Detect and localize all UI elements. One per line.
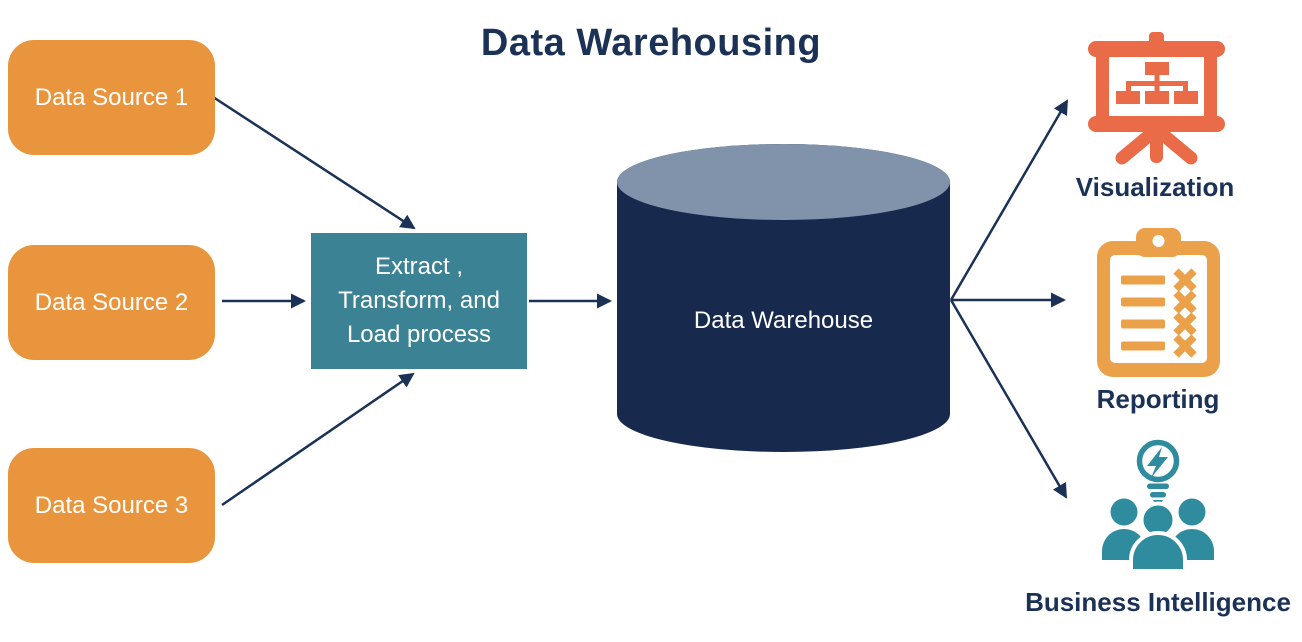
presentation-flowchart-icon [1088,32,1225,165]
arrow-source3-to-etl [221,372,415,507]
output-label-business-intelligence: Business Intelligence [1025,587,1291,617]
node-data-warehouse-label: Data Warehouse [693,307,874,334]
node-label: Data Source 2 [34,288,189,316]
arrow-source1-to-etl [212,95,416,230]
output-label-reporting: Reporting [1096,384,1220,414]
output-label-visualization: Visualization [1075,172,1235,202]
warehouse-cylinder [617,144,950,452]
clipboard-checklist-icon [1097,228,1220,377]
team-lightbulb-icon [1102,439,1214,571]
node-data-source-2: Data Source 2 [8,245,215,360]
node-data-source-1: Data Source 1 [8,40,215,155]
node-etl-process: Extract , Transform, and Load process [311,233,527,369]
cylinder-top [617,144,950,220]
node-label: Data Source 3 [34,491,189,519]
cylinder-body [617,144,950,452]
diagram-title: Data Warehousing [480,22,822,64]
node-label: Extract , Transform, and Load process [338,253,500,348]
node-data-source-3: Data Source 3 [8,448,215,563]
node-label: Data Source 1 [34,83,189,111]
